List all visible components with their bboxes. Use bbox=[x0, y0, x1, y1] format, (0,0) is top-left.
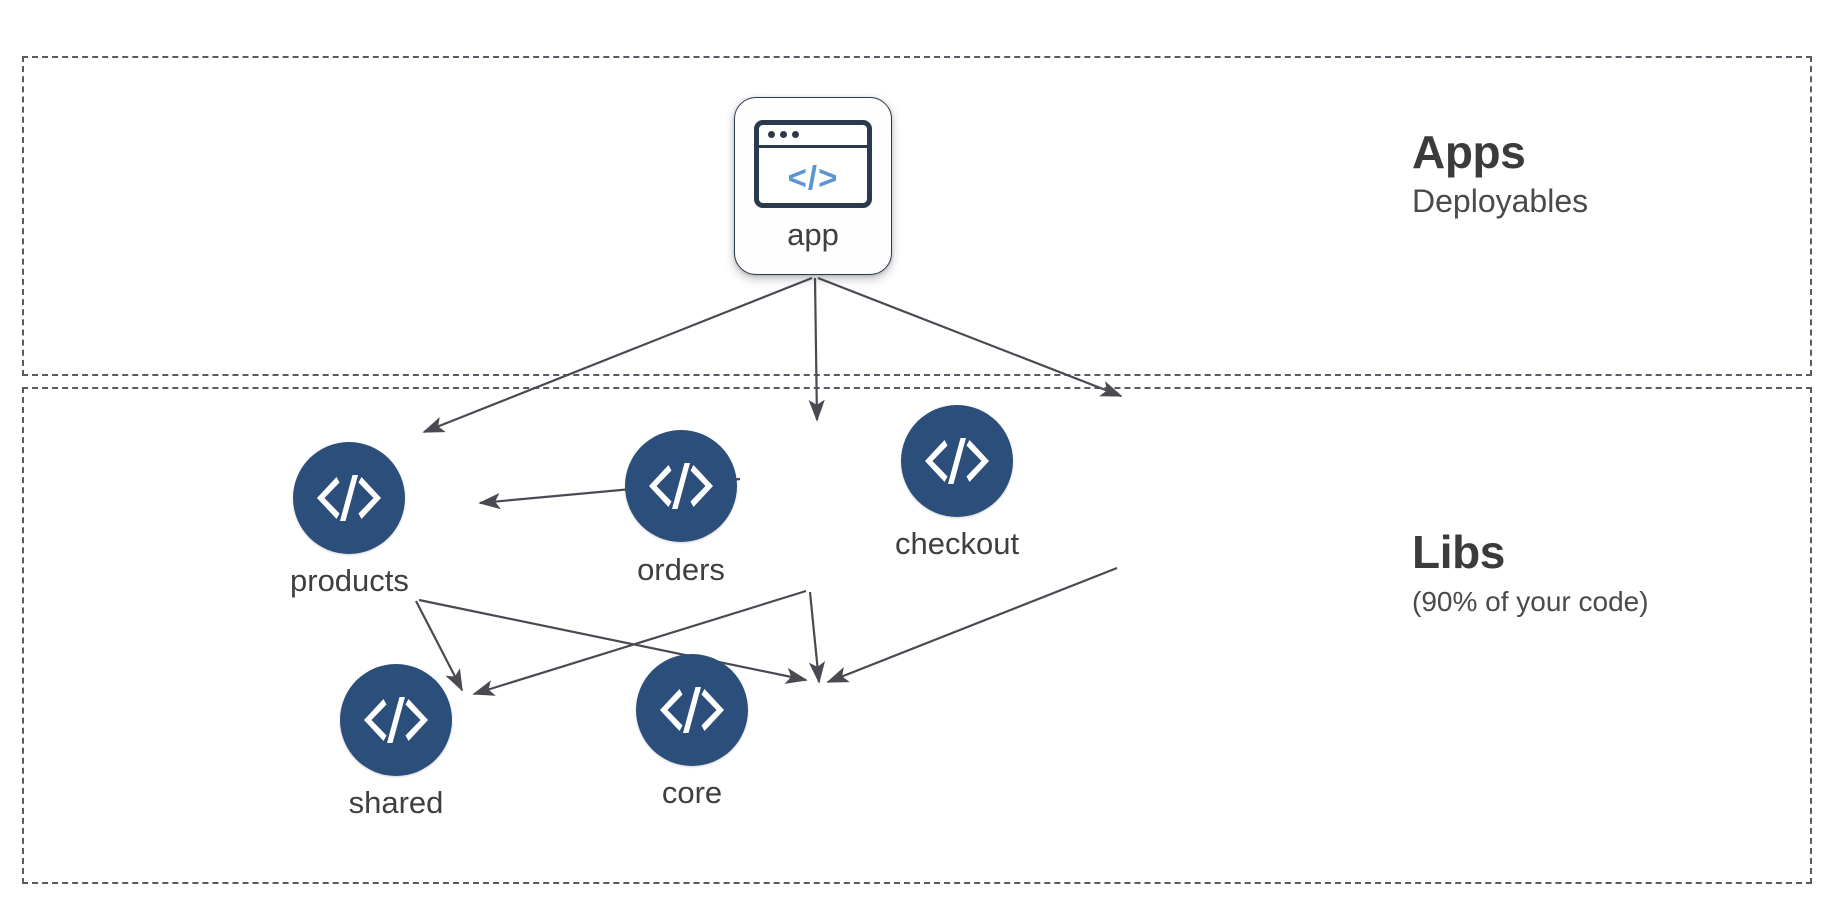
code-brackets-glyph: </> bbox=[787, 158, 839, 196]
zone-apps-caption: Apps Deployables bbox=[1412, 128, 1588, 219]
code-brackets-icon bbox=[636, 654, 748, 766]
browser-code-icon: </> bbox=[754, 120, 872, 208]
zone-libs-title: Libs bbox=[1412, 526, 1505, 578]
node-shared-label: shared bbox=[348, 785, 444, 820]
code-brackets-icon bbox=[293, 442, 406, 554]
node-products-label: products bbox=[290, 563, 409, 598]
node-app-label: app bbox=[787, 217, 839, 252]
node-app[interactable]: </> app bbox=[734, 97, 892, 275]
node-core-label: core bbox=[661, 775, 723, 810]
node-orders-label: orders bbox=[637, 552, 725, 587]
code-brackets-icon bbox=[901, 405, 1014, 517]
code-brackets-icon bbox=[625, 430, 737, 542]
code-brackets-icon bbox=[340, 664, 452, 776]
node-products[interactable]: products bbox=[290, 442, 409, 599]
node-checkout-label: checkout bbox=[895, 526, 1020, 561]
node-orders[interactable]: orders bbox=[625, 430, 737, 588]
zone-libs-caption: Libs (90% of your code) bbox=[1412, 528, 1649, 616]
zone-apps-subtitle: Deployables bbox=[1412, 182, 1589, 219]
node-core[interactable]: core bbox=[636, 654, 748, 811]
node-checkout[interactable]: checkout bbox=[895, 405, 1019, 562]
node-shared[interactable]: shared bbox=[340, 664, 452, 821]
zone-libs-subtitle: (90% of your code) bbox=[1412, 585, 1649, 617]
zone-apps-title: Apps bbox=[1412, 126, 1526, 178]
window-dots-icon bbox=[768, 131, 799, 138]
